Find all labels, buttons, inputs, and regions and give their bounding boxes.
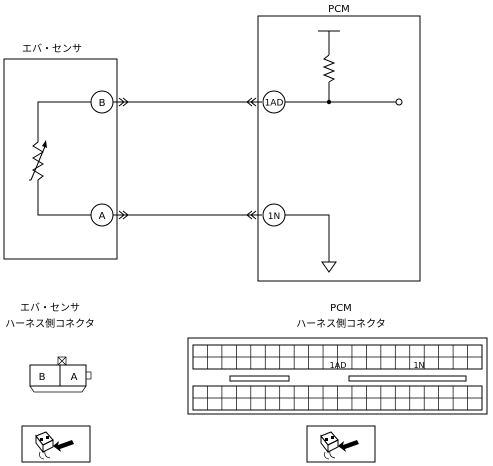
chevron-left-icon	[246, 210, 257, 220]
connector-with-arrow-icon	[21, 425, 91, 463]
pcm-title: PCM	[328, 4, 350, 15]
sensor-internal-wire-top	[37, 101, 91, 135]
pcm-connector-title-1: PCM	[330, 303, 352, 314]
pcm-connector-title-2: ハーネス側コネクタ	[296, 317, 386, 330]
sensor-pin-b: B	[90, 90, 114, 114]
sensor-internal-wire-bottom	[37, 185, 91, 216]
junction-dot	[326, 99, 332, 105]
pcm-pin-1n: 1N	[262, 203, 286, 227]
sensor-box	[3, 58, 118, 260]
pcm-ground-line	[285, 214, 330, 262]
sensor-connector-title-2: ハーネス側コネクタ	[5, 317, 95, 330]
sensor-title: エバ・センサ	[22, 43, 82, 55]
pcm-connector-key-right	[348, 375, 467, 382]
chevron-left-icon	[246, 97, 257, 107]
svg-text:1N: 1N	[268, 212, 280, 222]
chevron-right-icon	[118, 210, 129, 220]
sensor-connector-cell-b: B	[39, 372, 46, 383]
sensor-connector-title-1: エバ・センサ	[20, 302, 80, 314]
pcm-pin-1ad: 1AD	[262, 90, 286, 114]
pcm-box	[257, 15, 421, 282]
pcm-connector-key-left	[229, 375, 290, 382]
connector-with-arrow-icon	[306, 425, 376, 463]
terminal-circle	[395, 98, 403, 106]
pcm-connector-label-1ad: 1AD	[330, 361, 347, 370]
sensor-connector-cell-a: A	[71, 372, 78, 383]
pcm-unit: PCM 1AD 1N	[257, 4, 421, 282]
pcm-connector-label-1n: 1N	[413, 361, 424, 370]
svg-text:1AD: 1AD	[265, 99, 284, 109]
sensor-pin-a: A	[90, 203, 114, 227]
chevron-right-icon	[118, 97, 129, 107]
svg-text:B: B	[99, 98, 106, 109]
evap-sensor-unit: エバ・センサ B A	[3, 43, 118, 260]
svg-text:A: A	[99, 211, 106, 222]
pcm-connector-outer	[187, 337, 488, 415]
ground-icon	[321, 261, 337, 273]
thermistor-symbol	[29, 135, 47, 185]
pcm-harness-connector: PCM ハーネス側コネクタ 1AD 1N	[187, 303, 488, 415]
pullup-resistor-symbol	[318, 30, 340, 102]
harness-wires	[113, 97, 262, 220]
sensor-harness-connector: エバ・センサ ハーネス側コネクタ B A	[5, 302, 95, 393]
